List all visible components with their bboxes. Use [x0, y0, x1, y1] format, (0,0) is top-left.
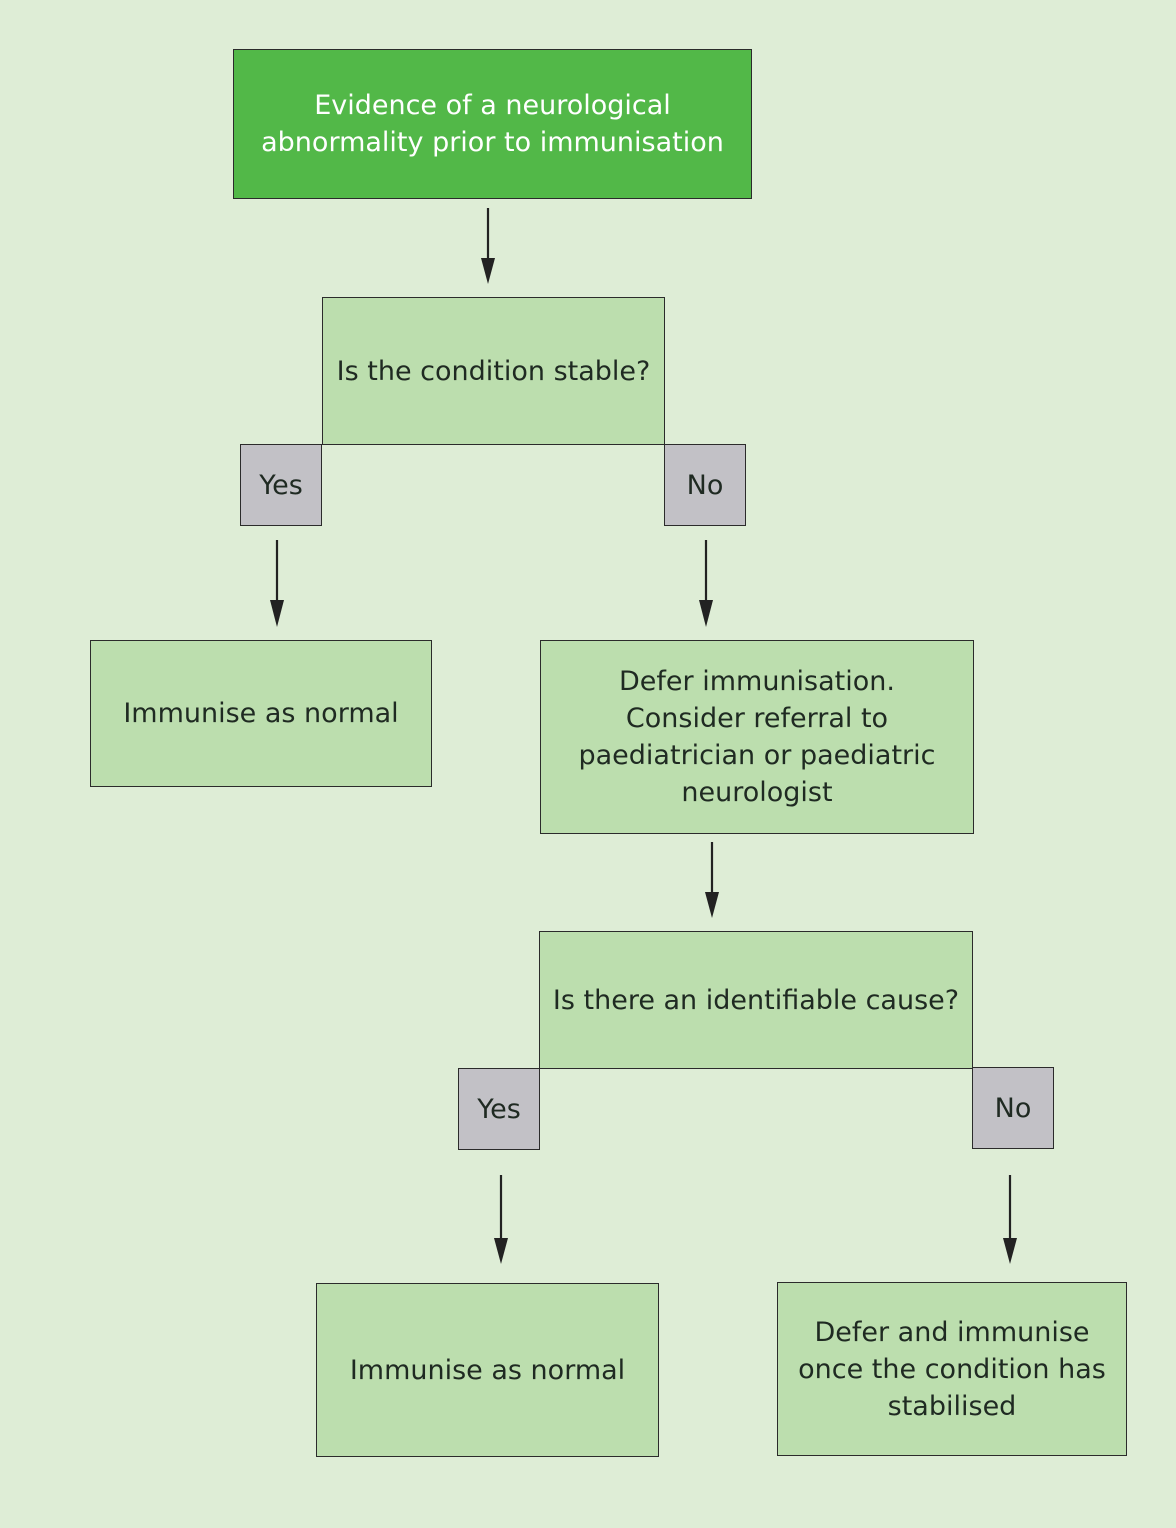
outcome1-text: Immunise as normal [123, 698, 399, 729]
defer-line-3: paediatrician or paediatric [578, 740, 936, 771]
outcome3-line-2: once the condition has [798, 1353, 1106, 1385]
outcome3-line-3: stabilised [887, 1390, 1017, 1422]
start-line-2: abnormality prior to immunisation [261, 127, 724, 158]
question-identifiable-cause: Is there an identifiable cause? [539, 931, 973, 1069]
q2-no-label: No [972, 1067, 1054, 1149]
defer-line-4: neurologist [681, 777, 833, 808]
outcome-defer-until-stable: Defer and immunise once the condition ha… [777, 1282, 1127, 1456]
defer-line-1: Defer immunisation. [619, 666, 895, 697]
defer-immunisation-box: Defer immunisation. Consider referral to… [540, 640, 974, 834]
question2-text: Is there an identifiable cause? [552, 984, 960, 1016]
q1-yes-label: Yes [240, 444, 322, 526]
q1-no-label: No [664, 444, 746, 526]
outcome3-line-1: Defer and immunise [814, 1316, 1090, 1348]
q2-yes-label: Yes [458, 1068, 540, 1150]
defer-line-2: Consider referral to [625, 703, 889, 734]
outcome2-text: Immunise as normal [349, 1354, 626, 1386]
start-line-1: Evidence of a neurological [314, 90, 671, 121]
outcome-immunise-normal-1: Immunise as normal [90, 640, 432, 787]
outcome-immunise-normal-2: Immunise as normal [316, 1283, 659, 1457]
question-condition-stable: Is the condition stable? [322, 297, 665, 445]
start-box: Evidence of a neurological abnormality p… [233, 49, 752, 199]
question1-text: Is the condition stable? [336, 355, 651, 387]
